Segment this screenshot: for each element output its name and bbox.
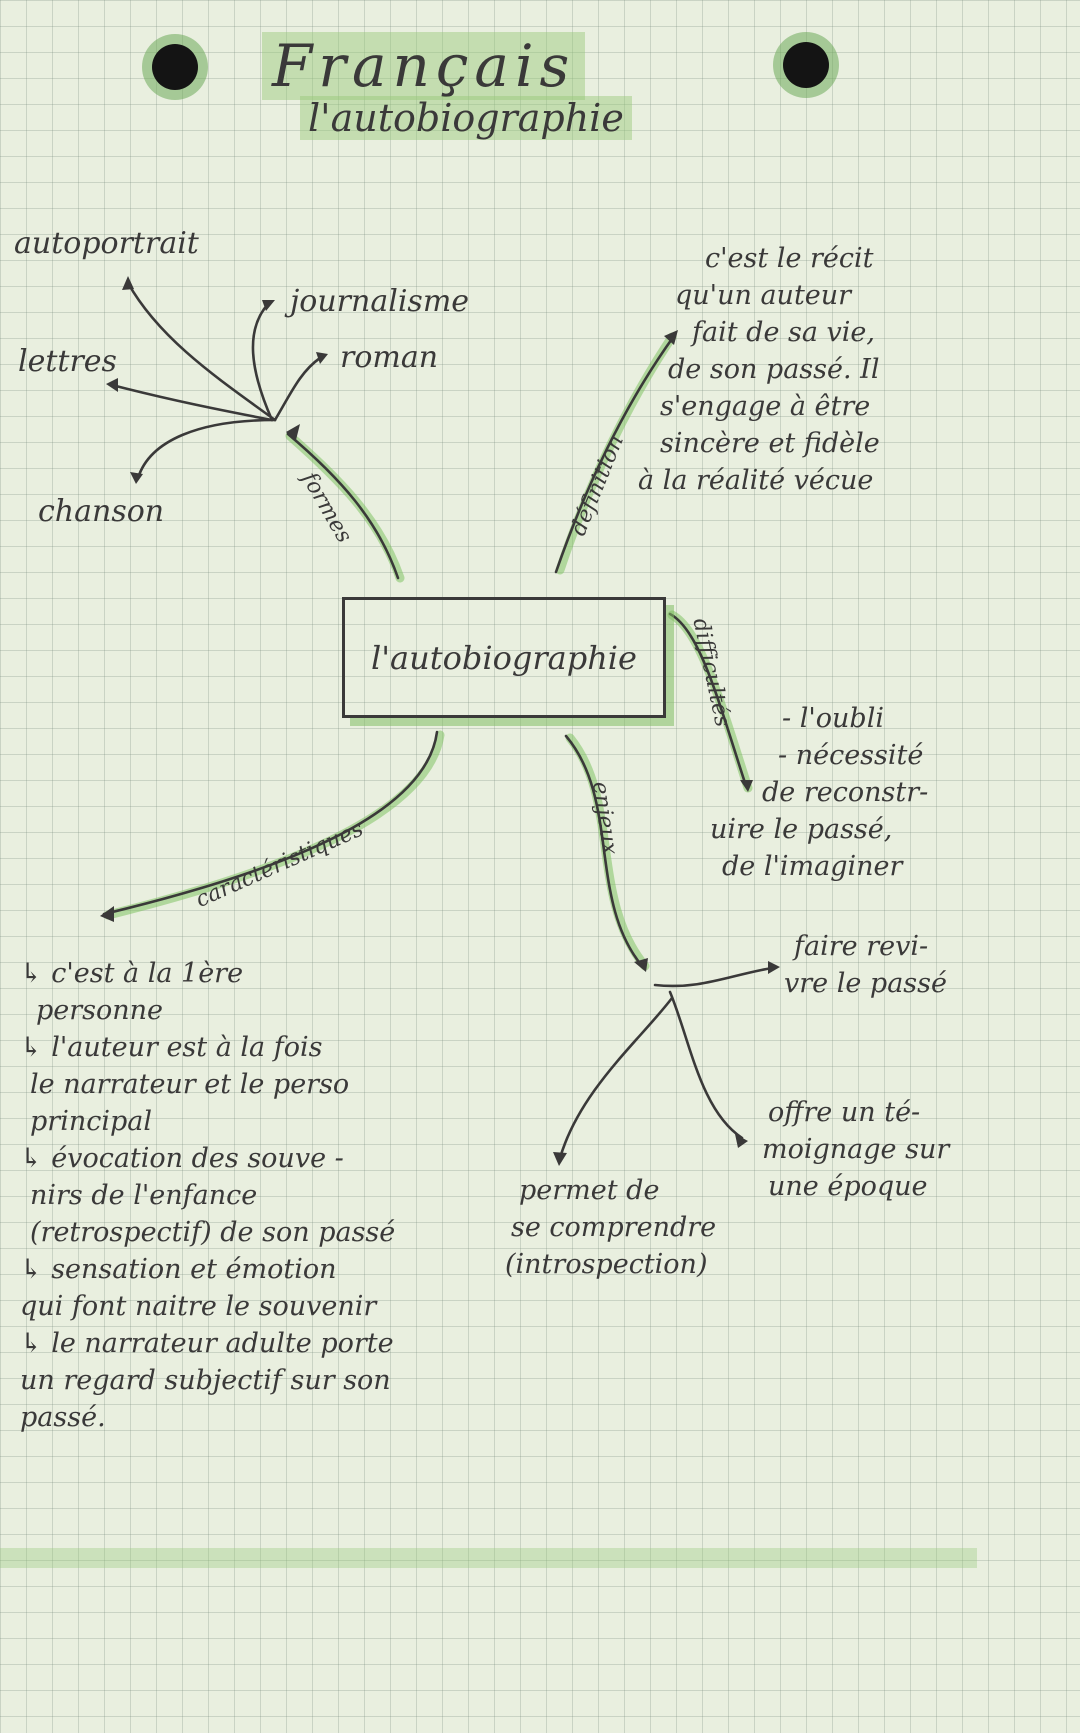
mind-map-connectors (100, 276, 780, 1166)
page-title-text: Français (272, 32, 576, 100)
central-topic: l'autobiographie (342, 597, 666, 718)
characteristic-line-9: ↳ sensation et émotion (20, 1254, 337, 1285)
definition-line-6: sincère et fidèle (660, 428, 880, 459)
characteristic-line-7: nirs de l'enfance (30, 1180, 258, 1211)
connector-comprendre (558, 996, 674, 1160)
connector-temoignage (668, 990, 744, 1140)
characteristic-line-1: ↳ c'est à la 1ère (20, 958, 244, 989)
form-autoportrait: autoportrait (14, 226, 199, 261)
enjeu-temoignage-line-3: une époque (768, 1171, 928, 1202)
enjeu-comprendre-line-3: (introspection) (505, 1249, 708, 1280)
characteristic-line-6: ↳ évocation des souve - (20, 1143, 344, 1174)
enjeu-revivre-line-1: faire revi- (794, 931, 929, 962)
enjeu-temoignage: offre un té- moignage sur une époque (762, 1094, 949, 1205)
connector-highlight-formes (285, 431, 405, 583)
connector-formes (286, 432, 400, 580)
arrowhead-chanson (130, 472, 143, 484)
binder-hole-right (783, 42, 829, 88)
arrowhead-formes (286, 424, 300, 440)
caracteristiques-text: ↳ c'est à la 1ère personne ↳ l'auteur es… (20, 955, 620, 1436)
arrowhead-revivre (768, 961, 780, 974)
difficulty-line-4: uire le passé, (710, 814, 893, 845)
arrowhead-autoportrait (122, 276, 134, 290)
connector-definition (554, 334, 676, 574)
binder-hole-left (152, 44, 198, 90)
characteristic-line-3: ↳ l'auteur est à la fois (20, 1032, 323, 1063)
characteristic-line-5: principal (30, 1106, 152, 1137)
characteristic-line-11: ↳ le narrateur adulte porte (20, 1328, 394, 1359)
form-journalisme: journalisme (290, 284, 470, 319)
page-title: Français (262, 32, 586, 100)
definition-line-5: s'engage à être (660, 391, 871, 422)
characteristic-line-4: le narrateur et le perso (30, 1069, 350, 1100)
page-subtitle-text: l'autobiographie (308, 96, 624, 140)
difficulty-line-3: de reconstr- (762, 777, 929, 808)
arrowhead-enjeux (634, 958, 648, 972)
difficulty-line-5: de l'imaginer (722, 851, 903, 882)
enjeu-temoignage-line-2: moignage sur (762, 1134, 950, 1165)
enjeu-comprendre-line-1: permet de (519, 1175, 660, 1206)
characteristic-line-12: un regard subjectif sur son (20, 1365, 391, 1396)
form-lettres: lettres (18, 344, 117, 379)
page-bottom-edge (0, 1548, 977, 1568)
characteristic-line-13: passé. (20, 1402, 106, 1433)
form-roman: roman (340, 340, 439, 375)
arrowhead-caracteristiques (100, 906, 114, 922)
arrowhead-comprendre (553, 1152, 567, 1166)
difficulty-line-2: - nécessité (778, 740, 924, 771)
page-subtitle: l'autobiographie (300, 96, 632, 140)
definition-line-3: fait de sa vie, (692, 317, 875, 348)
central-topic-label: l'autobiographie (371, 638, 637, 677)
arrowhead-difficultes (740, 780, 753, 792)
definition-line-4: de son passé. Il (668, 354, 880, 385)
connector-autoportrait (126, 281, 277, 422)
characteristic-line-2: personne (36, 995, 164, 1026)
enjeu-revivre: faire revi- vre le passé (784, 928, 947, 1002)
arrowhead-roman (316, 352, 328, 364)
difficulty-line-1: - l'oubli (782, 703, 884, 734)
connector-difficultes (668, 612, 748, 788)
characteristic-line-8: (retrospectif) de son passé (30, 1217, 396, 1248)
connector-highlight-caracteristiques (103, 730, 445, 920)
connector-caracteristiques (102, 730, 439, 916)
arrowhead-temoignage (735, 1134, 748, 1148)
enjeu-temoignage-line-1: offre un té- (768, 1097, 921, 1128)
connector-revivre (653, 966, 774, 988)
definition-line-2: qu'un auteur (675, 280, 852, 311)
definition-text: c'est le récit qu'un auteur fait de sa v… (630, 240, 970, 499)
definition-line-7: à la réalité vécue (638, 465, 874, 496)
arrowhead-definition (664, 330, 678, 345)
connector-enjeux (564, 734, 644, 968)
connector-chanson (136, 418, 277, 480)
characteristic-line-10: qui font naitre le souvenir (20, 1291, 377, 1322)
enjeu-revivre-line-2: vre le passé (784, 968, 947, 999)
connector-lettres (110, 383, 274, 422)
arrowhead-journalisme (262, 300, 275, 311)
enjeu-comprendre-line-2: se comprendre (511, 1212, 717, 1243)
connector-roman (273, 356, 322, 422)
form-chanson: chanson (38, 494, 165, 529)
connector-highlight-enjeux (565, 733, 650, 971)
connector-journalisme (251, 302, 274, 422)
arrowhead-lettres (106, 378, 118, 392)
enjeu-comprendre: permet de se comprendre (introspection) (505, 1172, 716, 1283)
definition-line-1: c'est le récit (705, 243, 874, 274)
difficultes-text: - l'oubli - nécessité de reconstr- uire … (700, 700, 970, 885)
